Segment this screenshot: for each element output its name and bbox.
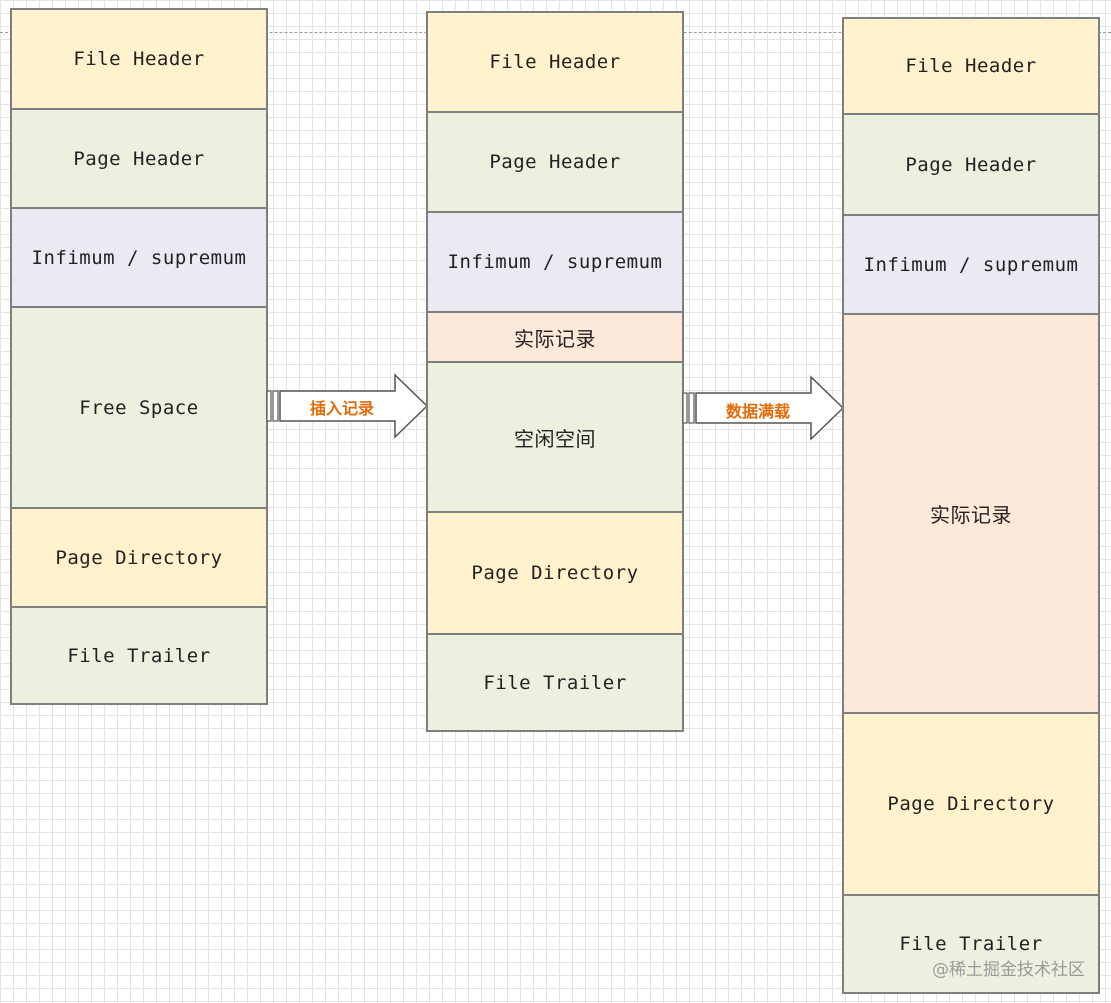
infimum-supremum-block: Infimum / supremum	[12, 209, 266, 308]
file-trailer-block: File Trailer	[844, 896, 1098, 992]
page-directory-block: Page Directory	[12, 509, 266, 608]
page-column-initial: File Header Page Header Infimum / suprem…	[10, 8, 268, 705]
file-header-block: File Header	[12, 10, 266, 110]
free-space-block: 空闲空间	[428, 363, 682, 513]
page-directory-block: Page Directory	[428, 513, 682, 635]
insert-record-label: 插入记录	[310, 399, 375, 418]
free-space-block: Free Space	[12, 308, 266, 509]
actual-records-block: 实际记录	[428, 313, 682, 363]
file-header-block: File Header	[844, 19, 1098, 115]
data-full-label: 数据满载	[726, 402, 791, 421]
insert-record-arrow	[266, 373, 429, 439]
page-header-block: Page Header	[844, 115, 1098, 216]
page-header-block: Page Header	[12, 110, 266, 209]
page-column-after-insert: File Header Page Header Infimum / suprem…	[426, 11, 684, 732]
actual-records-block: 实际记录	[844, 315, 1098, 714]
file-header-block: File Header	[428, 13, 682, 113]
file-trailer-block: File Trailer	[428, 635, 682, 730]
infimum-supremum-block: Infimum / supremum	[844, 216, 1098, 315]
page-directory-block: Page Directory	[844, 714, 1098, 896]
data-full-arrow	[682, 375, 845, 441]
page-column-full: File Header Page Header Infimum / suprem…	[842, 17, 1100, 994]
file-trailer-block: File Trailer	[12, 608, 266, 703]
watermark-text: @稀土掘金技术社区	[932, 960, 1085, 980]
infimum-supremum-block: Infimum / supremum	[428, 213, 682, 313]
page-header-block: Page Header	[428, 113, 682, 213]
